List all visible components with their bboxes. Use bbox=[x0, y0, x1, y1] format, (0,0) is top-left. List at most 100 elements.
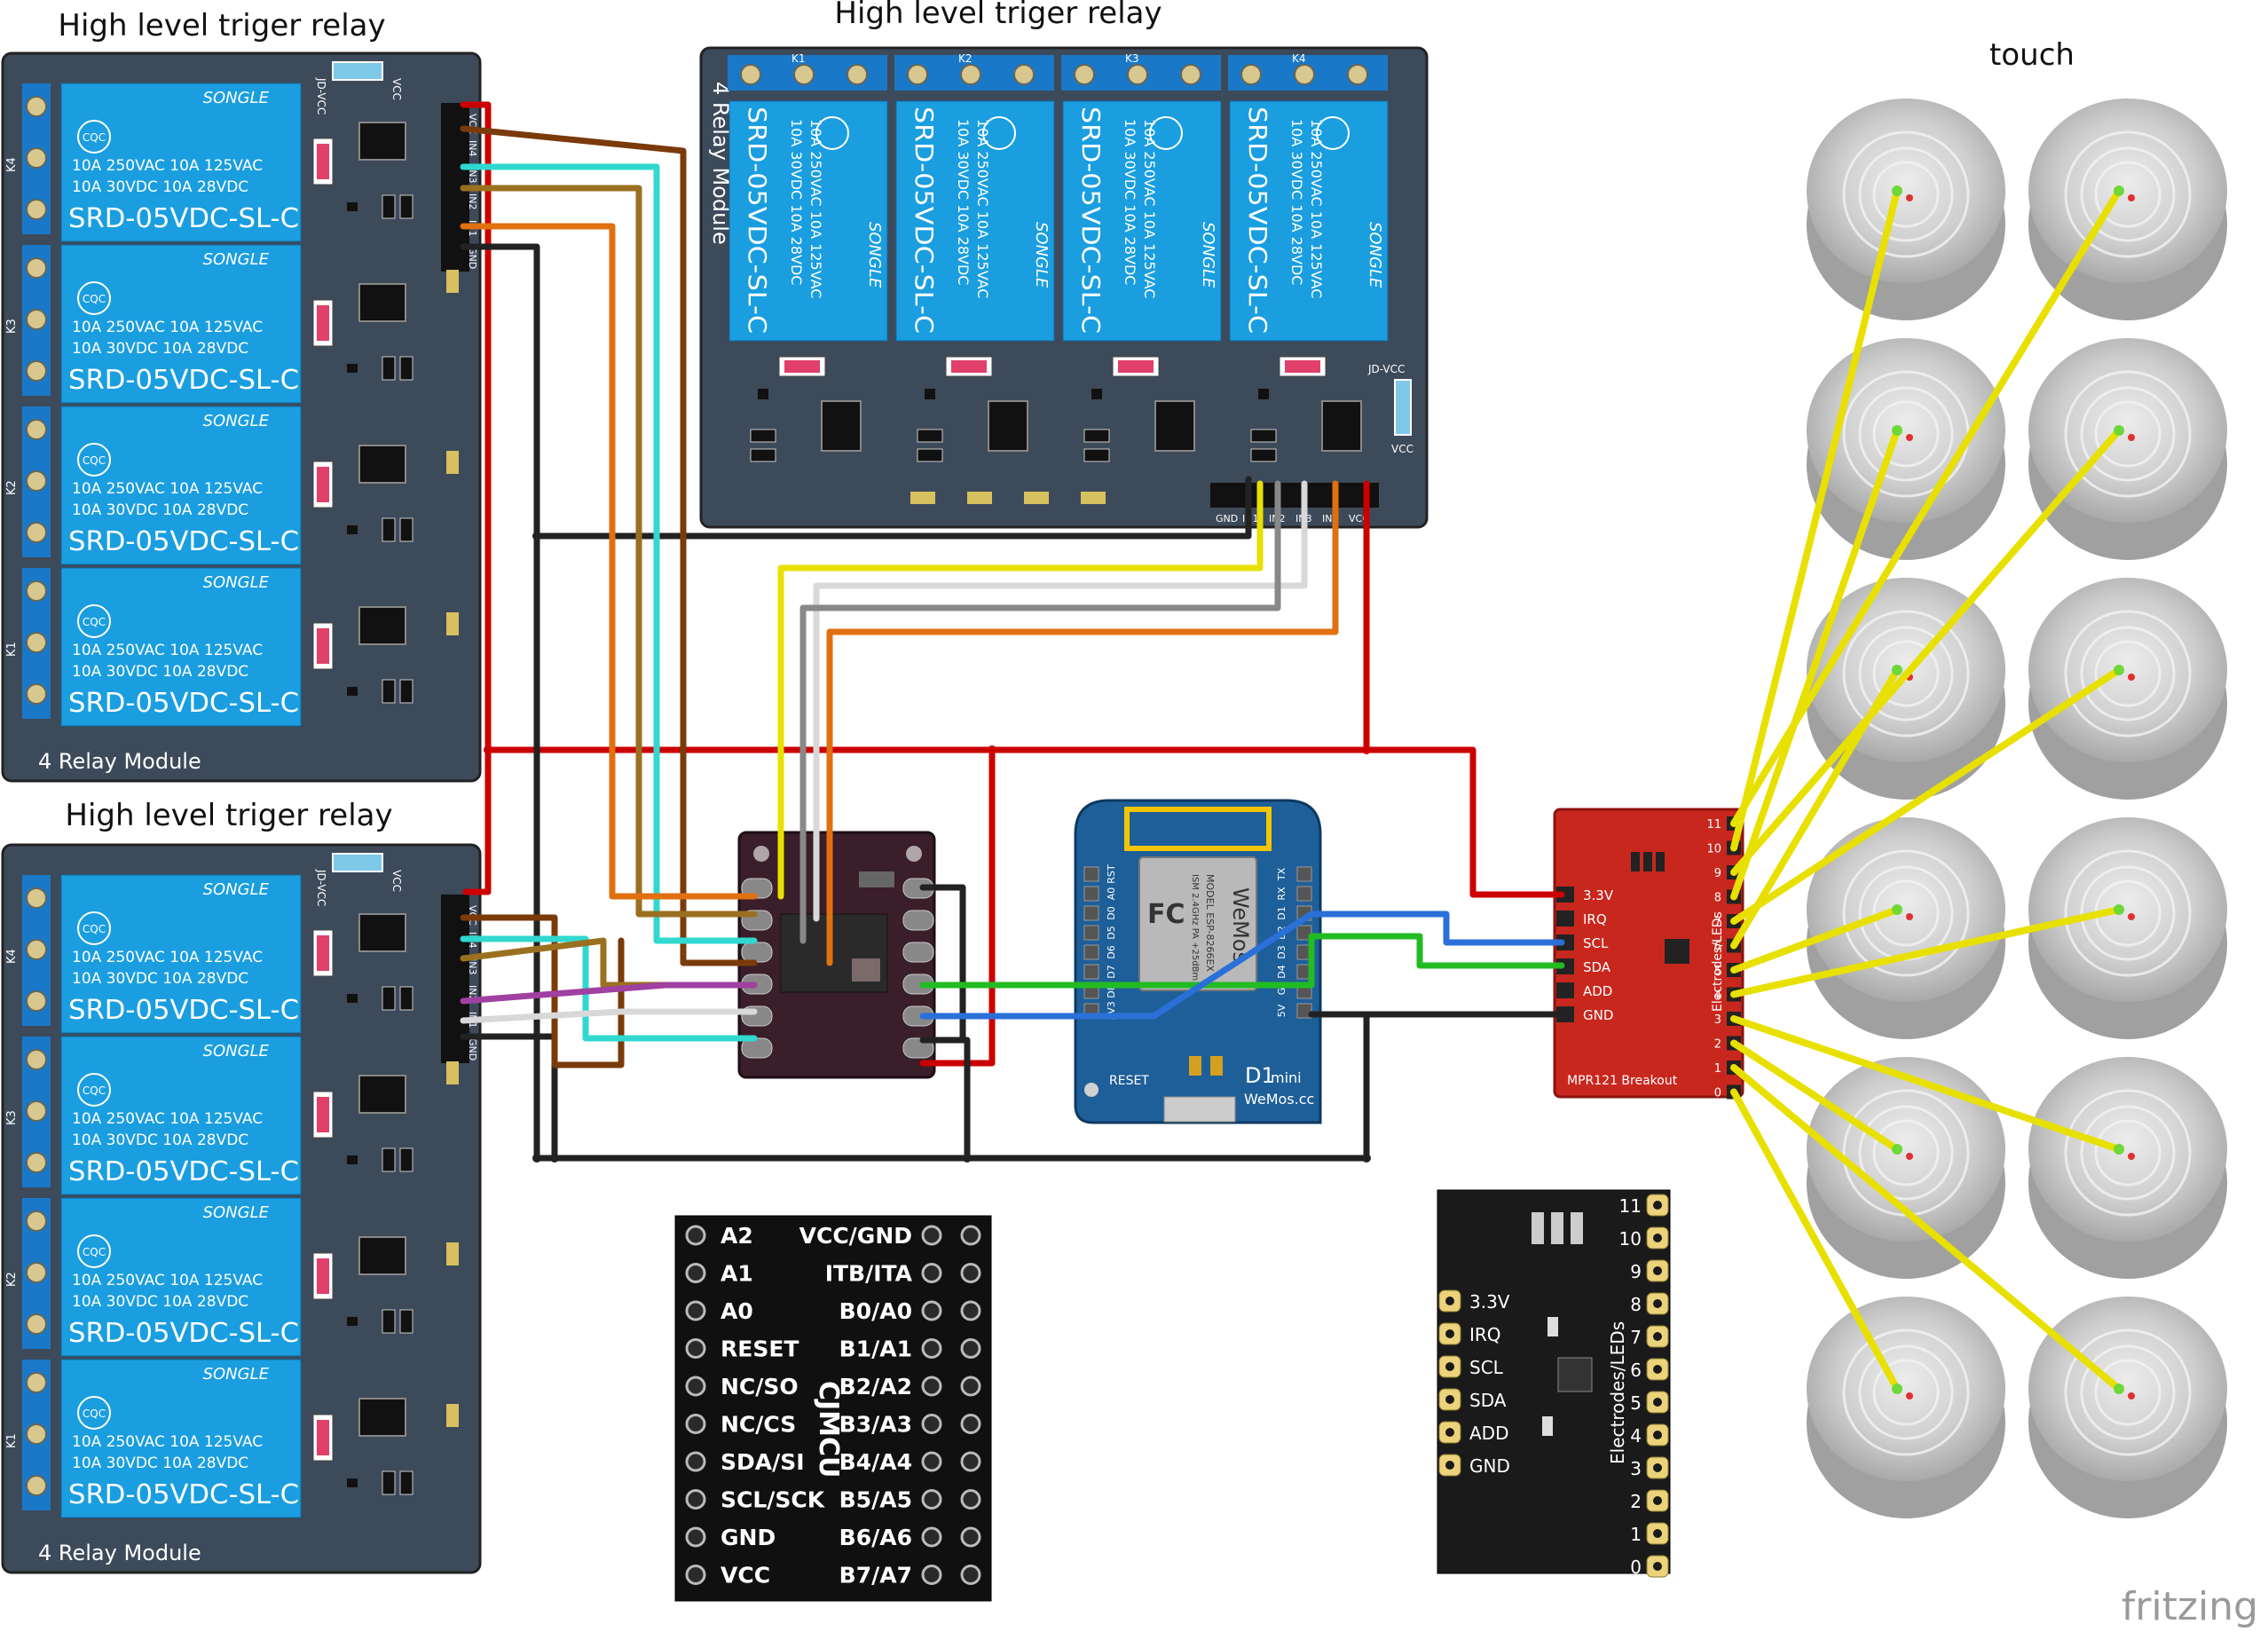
cqc-label: CQC bbox=[83, 1407, 106, 1420]
relay-brand: SONGLE bbox=[203, 250, 270, 269]
mpr121-electrode-label: 0 bbox=[1714, 1087, 1721, 1100]
relay-spec-line1: 10A 250VAC 10A 125VAC bbox=[72, 480, 263, 498]
relay-led-red bbox=[1118, 360, 1154, 373]
touch-pad[interactable] bbox=[1807, 99, 2005, 283]
relay-model: SRD-05VDC-SL-C bbox=[68, 1479, 299, 1510]
mpr121-black-pin-label: ADD bbox=[1469, 1423, 1508, 1444]
wemos-d1-mini: FC WeMos MODEL ESP-8266EX ISM 2.4GHz PA … bbox=[1074, 799, 1322, 1124]
relay-brand: SONGLE bbox=[865, 222, 884, 288]
relay-diode bbox=[967, 492, 992, 504]
mpr121-electrode-label: 6 bbox=[1714, 941, 1721, 954]
cjmcu-pin bbox=[921, 1565, 942, 1585]
touch-pad[interactable] bbox=[2028, 578, 2227, 762]
wemos-pin bbox=[1296, 1003, 1312, 1019]
cqc-label: CQC bbox=[83, 616, 106, 628]
optocoupler bbox=[358, 1075, 406, 1114]
relay-module-name: 4 Relay Module bbox=[38, 1541, 201, 1565]
cjmcu-pin bbox=[685, 1225, 706, 1246]
mpr121-black-electrode-label: 5 bbox=[1630, 1392, 1642, 1414]
relay-model: SRD-05VDC-SL-C bbox=[68, 1156, 299, 1187]
relay-spec-line1: 10A 250VAC 10A 125VAC bbox=[1308, 119, 1325, 298]
relay-pin-label: IN3 bbox=[467, 958, 478, 974]
cjmcu-pin bbox=[685, 1263, 706, 1283]
touch-pad-ring bbox=[1858, 1105, 1954, 1201]
wemos-pin bbox=[1083, 944, 1099, 960]
relay-jdvcc-label: JD-VCC bbox=[1367, 363, 1405, 375]
relay-diode bbox=[1081, 492, 1106, 504]
touch-pad[interactable] bbox=[1807, 338, 2005, 523]
touch-pad[interactable] bbox=[1807, 1057, 2005, 1242]
relay-pin-label: IN3 bbox=[467, 167, 478, 183]
touch-pad-center-dot bbox=[2128, 1153, 2135, 1160]
mpr121-black-pin-hole bbox=[1445, 1362, 1454, 1371]
label-relay-bottom-left: High level triger relay bbox=[65, 798, 392, 833]
relay-body bbox=[1062, 100, 1222, 342]
mpr121-black-electrode-hole bbox=[1653, 1332, 1662, 1341]
smd-part bbox=[347, 202, 358, 211]
mpr121-black-pin-label: IRQ bbox=[1469, 1324, 1501, 1345]
wemos-reset-label: RESET bbox=[1109, 1074, 1149, 1088]
terminal-screw-icon bbox=[26, 990, 47, 1012]
mpr121-black-electrode-label: 9 bbox=[1630, 1261, 1642, 1282]
touch-pad-ring bbox=[2094, 640, 2162, 707]
cjmcu-pin-label: SCL/SCK bbox=[721, 1487, 826, 1513]
mpr121-black-pin-hole bbox=[1445, 1329, 1454, 1338]
cqc-label: CQC bbox=[83, 1084, 106, 1097]
relay-spec-line2: 10A 30VDC 10A 28VDC bbox=[72, 501, 248, 519]
touch-pad[interactable] bbox=[2028, 817, 2227, 1002]
relay-led-red bbox=[784, 360, 820, 373]
relay-model: SRD-05VDC-SL-C bbox=[910, 106, 939, 334]
electrode-contact bbox=[2114, 1144, 2124, 1155]
mpr121-black-electrodes-label: Electrodes/LEDs bbox=[1607, 1321, 1628, 1464]
relay-spec-line1: 10A 250VAC 10A 125VAC bbox=[72, 1110, 263, 1128]
mpr121-black-electrode-hole bbox=[1653, 1463, 1662, 1472]
relay-pin-label: GND bbox=[467, 1038, 478, 1060]
smd-part bbox=[399, 517, 413, 542]
wire bbox=[1730, 906, 1901, 974]
cjmcu-pin bbox=[960, 1338, 981, 1359]
smd-part bbox=[382, 1309, 396, 1334]
relay-jumper bbox=[1394, 379, 1412, 436]
cjmcu-pin bbox=[921, 1300, 942, 1321]
touch-pad-center-dot bbox=[1906, 434, 1913, 441]
wemos-pin-label: RST bbox=[1106, 864, 1117, 884]
cjmcu-pin-label: B6/A6 bbox=[839, 1525, 912, 1550]
electrode-contact bbox=[1892, 904, 1902, 915]
relay-led-red bbox=[317, 467, 329, 502]
touch-pad-ring bbox=[1858, 626, 1954, 721]
wire bbox=[460, 223, 758, 900]
relay-led-red bbox=[317, 1097, 329, 1132]
touch-pad-ring bbox=[1872, 640, 1940, 707]
touch-pad-ring bbox=[1872, 1119, 1940, 1187]
relay-body bbox=[60, 1197, 302, 1357]
optocoupler bbox=[988, 400, 1028, 452]
touch-pad[interactable] bbox=[2028, 99, 2227, 283]
cjmcu-pin bbox=[685, 1526, 706, 1548]
relay-body bbox=[60, 1036, 302, 1195]
smd-part bbox=[1258, 389, 1269, 399]
relay-k-label: K3 bbox=[1125, 52, 1139, 65]
relay-diode bbox=[910, 492, 935, 504]
relay-spec-line1: 10A 250VAC 10A 125VAC bbox=[807, 119, 824, 298]
touch-pad[interactable] bbox=[2028, 1297, 2227, 1481]
touch-pad[interactable] bbox=[1807, 817, 2005, 1002]
wemos-esp-info: ISM 2.4GHz PA +25dBm bbox=[1190, 874, 1200, 981]
io-expander-board bbox=[737, 831, 936, 1079]
smd-part bbox=[347, 1155, 358, 1164]
optocoupler bbox=[1321, 400, 1362, 452]
touch-pad[interactable] bbox=[1807, 1297, 2005, 1481]
wire bbox=[1730, 666, 1901, 950]
cjmcu-pin bbox=[960, 1489, 981, 1510]
touch-pad[interactable] bbox=[2028, 1057, 2227, 1242]
mpr121-black-electrode-label: 11 bbox=[1619, 1195, 1642, 1217]
relay-brand: SONGLE bbox=[1199, 222, 1217, 288]
relay-brand: SONGLE bbox=[1366, 222, 1384, 288]
mpr121-black-electrode-label: 1 bbox=[1630, 1524, 1642, 1545]
wire-junction bbox=[484, 745, 492, 754]
relay-diode bbox=[446, 1242, 459, 1265]
mpr121-black-electrode-hole bbox=[1653, 1299, 1662, 1308]
relay-k-label: K4 bbox=[5, 949, 19, 964]
cjmcu-pin bbox=[685, 1376, 706, 1397]
mpr121-black-pin-label: SDA bbox=[1469, 1390, 1507, 1411]
